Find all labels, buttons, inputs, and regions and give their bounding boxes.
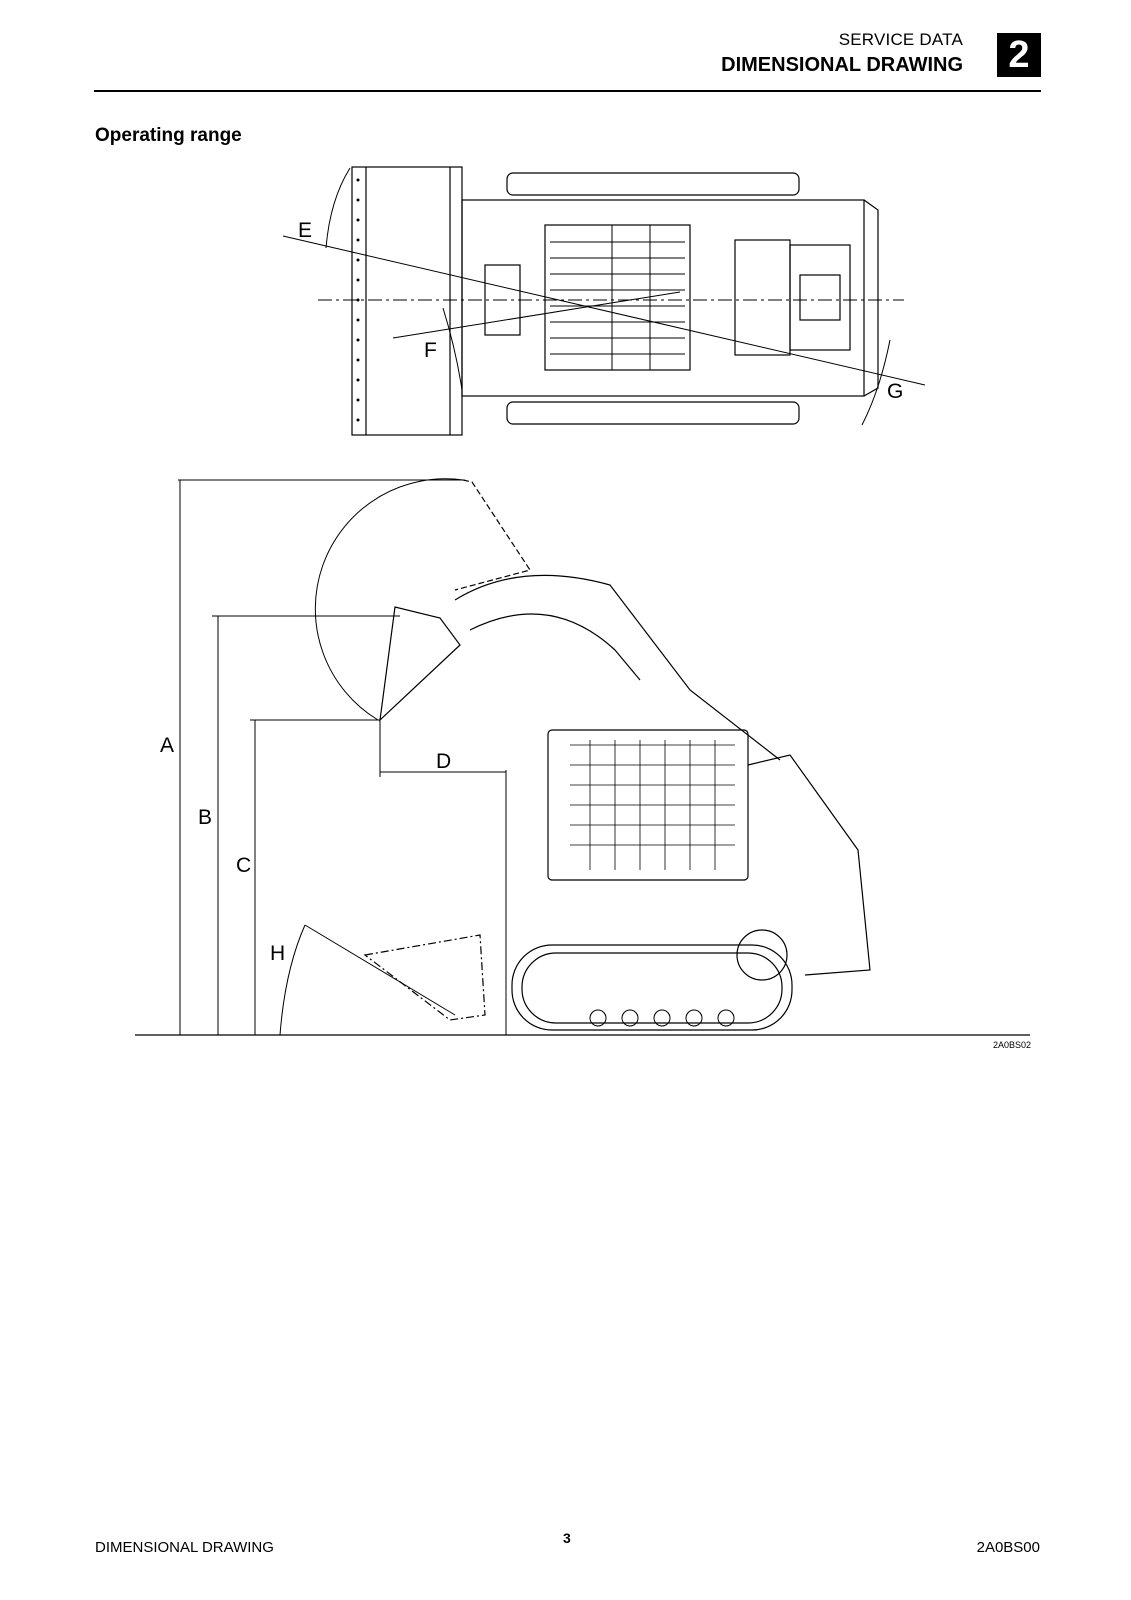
label-C: C [236,854,251,877]
page-number: 3 [563,1530,571,1546]
footer-right: 2A0BS00 [976,1539,1040,1556]
label-H: H [270,942,285,965]
dimensional-drawing-figure: E F G [135,166,1030,1036]
label-D: D [436,750,451,773]
header-divider [94,90,1041,92]
label-A: A [160,734,174,757]
label-F: F [424,339,437,362]
label-G: G [887,380,903,403]
side-view-drawing [135,478,1030,1036]
label-E: E [298,219,312,242]
header-section: SERVICE DATA [838,30,963,49]
figure-code: 2A0BS02 [993,1040,1032,1050]
top-view-drawing [282,166,926,436]
label-B: B [198,806,212,829]
header-title: DIMENSIONAL DRAWING [721,54,963,76]
section-title: Operating range [95,125,242,146]
footer-left: DIMENSIONAL DRAWING [95,1539,274,1556]
chapter-number-badge: 2 [997,33,1041,77]
